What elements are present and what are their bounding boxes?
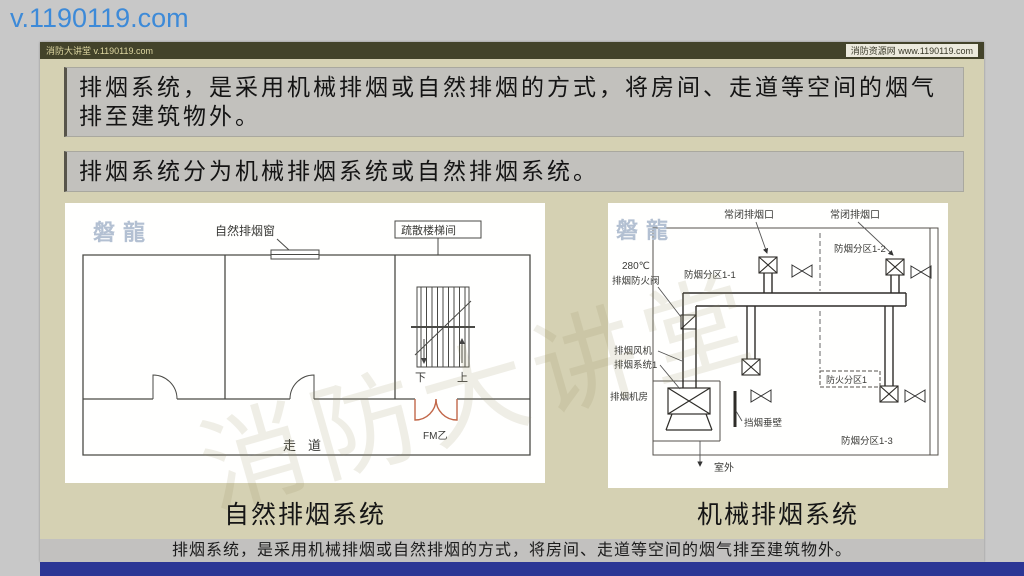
intro-textbox: 排烟系统，是采用机械排烟或自然排烟的方式，将房间、走道等空间的烟气排至建筑物外。 [64,67,964,137]
stairs-symbol [411,286,475,368]
label-leader-lines [657,221,894,467]
slide-body: 消防大讲堂 排烟系统，是采用机械排烟或自然排烟的方式，将房间、走道等空间的烟气排… [40,59,984,562]
header-right-brand: 消防资源网 www.1190119.com [845,44,978,57]
caption-natural-system: 自然排烟系统 [223,501,386,529]
label-smoke-zone-1-2: 防烟分区1-2 [834,243,886,255]
label-fan-room: 排烟机房 [610,391,648,403]
mechanical-smoke-panel: 磐龍 [608,203,948,488]
label-stairwell: 疏散楼梯间 [401,223,456,237]
vent-window-symbol [270,238,320,260]
label-damper-temperature: 280℃ [622,261,650,272]
site-watermark-link: v.1190119.com [10,3,189,33]
label-fire-damper: 排烟防火阀 [612,275,660,287]
label-outdoor: 室外 [714,461,734,474]
footer-note: 排烟系统，是采用机械排烟或自然排烟的方式，将房间、走道等空间的烟气排至建筑物外。 [40,539,984,562]
damper-butterfly-symbols [750,264,932,403]
header-left-brand: 消防大讲堂 v.1190119.com [46,46,154,56]
label-stairs-down: 下 [415,372,426,384]
label-exhaust-fan: 排烟风机 [614,345,653,357]
label-fire-zone: 防火分区1 [826,374,867,385]
label-smoke-zone-1-3: 防烟分区1-3 [841,435,893,447]
label-exhaust-system: 排烟系统1 [614,359,657,371]
mechanical-smoke-diagram: 常闭排烟口 常闭排烟口 280℃ 排烟防火阀 防烟分区1-1 防烟分区1-2 防… [610,208,939,474]
label-closed-outlet-right: 常闭排烟口 [830,208,880,221]
label-closed-outlet-left: 常闭排烟口 [724,208,774,221]
natural-smoke-panel: 磐龍 [65,203,545,483]
label-corridor: 走道 [283,438,333,453]
room-door-arcs [152,374,315,400]
floorplan-walls [82,254,531,456]
bottom-accent-bar [40,562,1024,576]
fire-damper-symbol [680,314,697,330]
label-smoke-zone-1-1: 防烟分区1-1 [684,269,736,281]
natural-smoke-diagram: 自然排烟窗 疏散楼梯间 下 上 FM乙 走道 [82,220,531,456]
smoke-outlet-symbols [741,256,905,403]
stairwell-label-box [394,220,482,255]
slide-header-bar: 消防大讲堂 v.1190119.com 消防资源网 www.1190119.co… [40,42,984,59]
label-smoke-curtain: 挡烟垂壁 [744,417,783,429]
fire-door-fm [414,398,458,421]
label-stairs-up: 上 [457,371,468,384]
slide: 消防大讲堂 v.1190119.com 消防资源网 www.1190119.co… [40,42,984,562]
label-natural-vent-window: 自然排烟窗 [215,223,275,238]
smoke-duct [682,273,907,388]
caption-mechanical-system: 机械排烟系统 [696,501,859,529]
exhaust-fan-symbol [665,387,713,431]
building-outline [652,227,939,456]
label-fire-door-code: FM乙 [423,430,447,442]
fire-zone-label-box [819,370,881,388]
types-textbox: 排烟系统分为机械排烟系统或自然排烟系统。 [64,151,964,192]
